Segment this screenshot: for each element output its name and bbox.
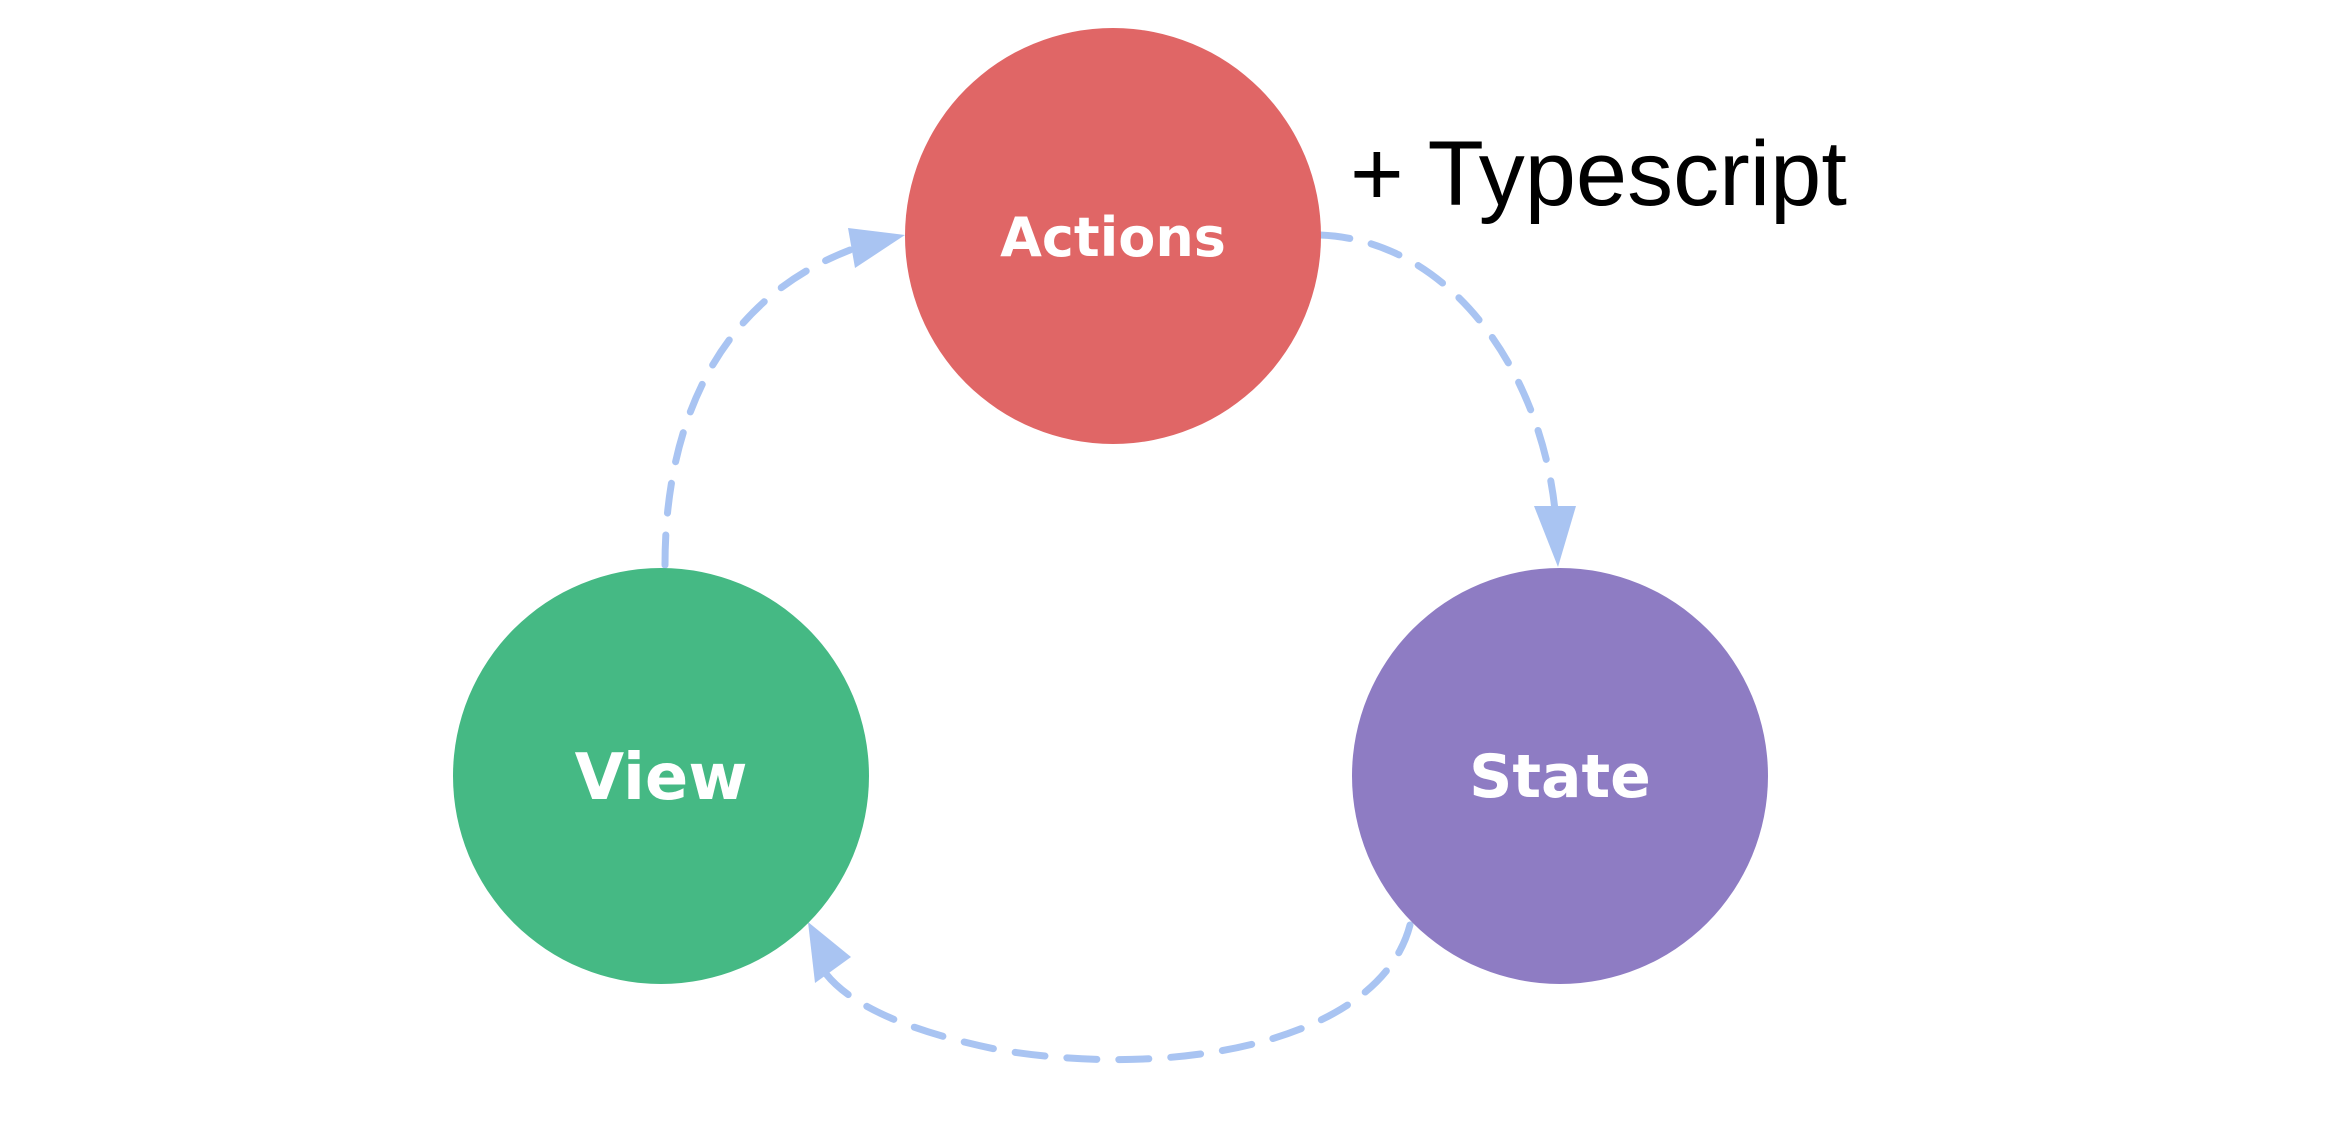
arrowhead-actions (848, 228, 905, 268)
state-circle (1352, 568, 1768, 984)
actions-label: Actions (1000, 206, 1226, 269)
arrowhead-state (1534, 506, 1576, 567)
arrowhead-view (808, 922, 851, 983)
node-state: State (1352, 568, 1768, 984)
node-view: View (453, 568, 869, 984)
view-label: View (575, 741, 748, 815)
state-label: State (1469, 742, 1651, 812)
typescript-caption: + Typescript (1350, 123, 1847, 225)
arrow-actions-to-state (1316, 231, 1559, 514)
node-actions: Actions (905, 28, 1321, 444)
view-circle (453, 568, 869, 984)
arrow-state-to-view (816, 921, 1414, 1064)
arrow-view-to-actions (661, 246, 854, 569)
actions-circle (905, 28, 1321, 444)
